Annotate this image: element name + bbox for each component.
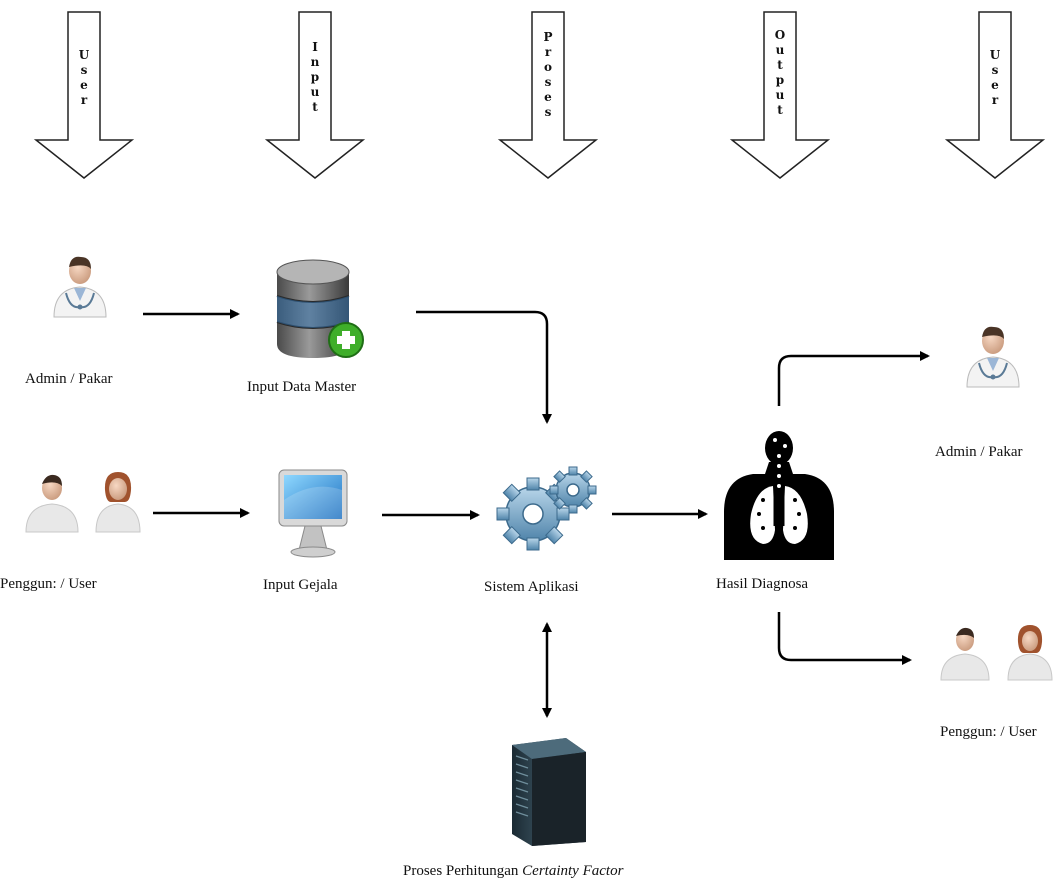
label-admin-pakar-right: Admin / Pakar xyxy=(935,444,1023,460)
doctor-icon xyxy=(53,256,107,318)
label-pengguna-user-left: Penggun: / User xyxy=(0,576,97,592)
arrow-hasil-to-pengguna xyxy=(777,612,912,665)
users-icon xyxy=(1007,625,1053,681)
server-icon xyxy=(512,738,586,846)
label-admin-pakar-left: Admin / Pakar xyxy=(25,371,113,387)
label-proses-perhitungan-prefix: Proses Perhitungan xyxy=(403,863,519,879)
label-sistem-aplikasi: Sistem Aplikasi xyxy=(484,579,579,595)
column-arrow-proses xyxy=(497,11,599,179)
column-arrow-output xyxy=(729,11,831,179)
column-arrow-user-left xyxy=(33,11,135,179)
label-certainty-factor: Certainty Factor xyxy=(522,863,624,879)
label-pengguna-user-right: Penggun: / User xyxy=(940,724,1037,740)
column-arrow-user-right xyxy=(944,11,1046,179)
label-hasil-diagnosa: Hasil Diagnosa xyxy=(716,576,809,592)
database-add-icon xyxy=(276,259,364,358)
lungs-diagnosis-icon xyxy=(724,431,834,560)
arrow-hasil-to-admin xyxy=(777,351,930,406)
monitor-icon xyxy=(278,469,348,558)
users-icon xyxy=(95,472,141,533)
arrow-datamaster-to-sistem xyxy=(416,310,552,424)
users-icon xyxy=(25,474,79,533)
users-icon xyxy=(940,627,990,681)
gears-icon xyxy=(496,466,597,551)
column-arrow-input xyxy=(264,11,366,179)
label-input-data-master: Input Data Master xyxy=(247,379,357,395)
label-proses-perhitungan: Proses Perhitungan Certainty Factor xyxy=(403,862,623,880)
label-input-gejala: Input Gejala xyxy=(263,577,338,593)
doctor-icon xyxy=(966,326,1020,388)
